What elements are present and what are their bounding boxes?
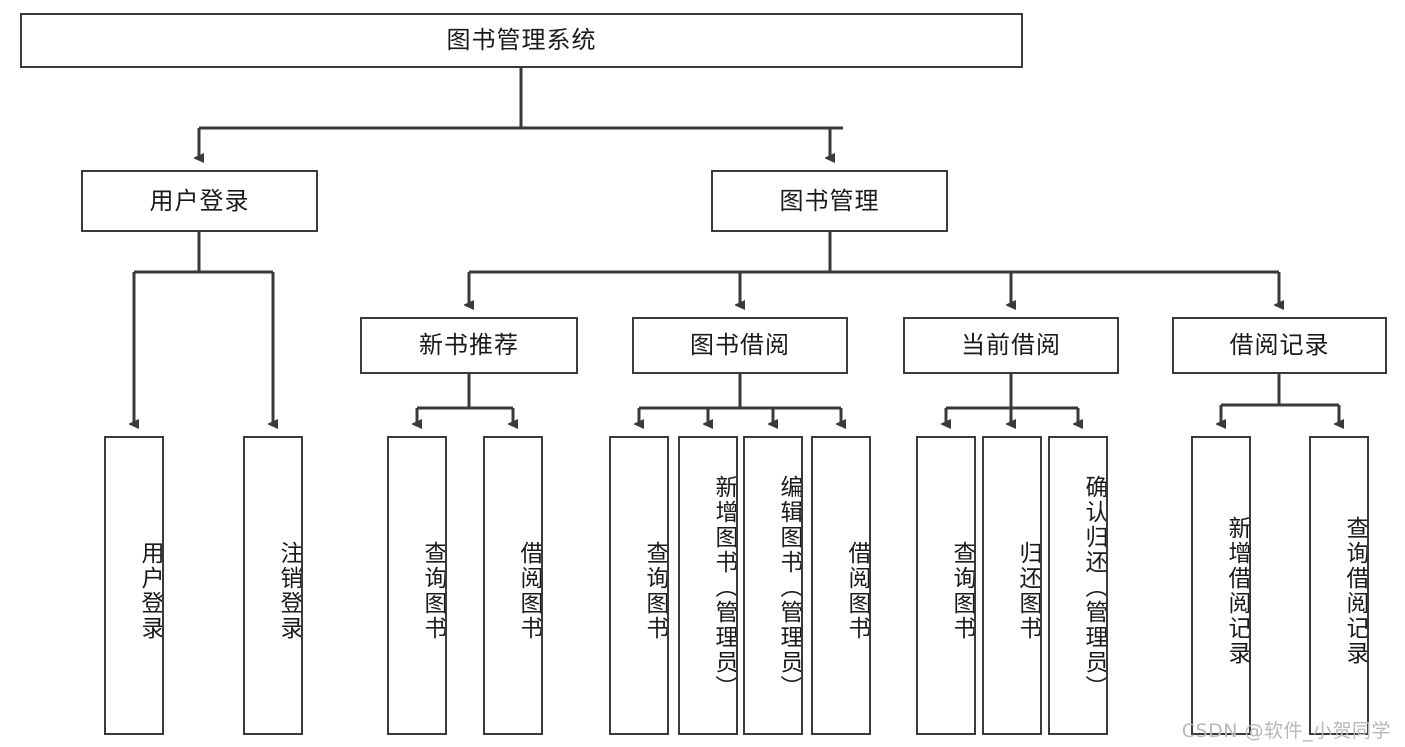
csdn-watermark: CSDN @软件_小贺同学 [1181,720,1391,742]
node-book-manage[interactable]: 图书管理 [711,170,948,232]
node-root-system[interactable]: 图书管理系统 [20,13,1023,68]
leaf-add-borrow-record[interactable]: 新增借阅记录 [1191,436,1251,735]
leaf-borrow-book[interactable]: 借阅图书 [811,436,871,735]
node-book-borrow[interactable]: 图书借阅 [632,317,848,374]
leaf-query-book-recommend[interactable]: 查询图书 [387,436,447,735]
leaf-confirm-return-admin[interactable]: 确认归还（管理员） [1048,436,1108,735]
leaf-return-book[interactable]: 归还图书 [982,436,1042,735]
node-new-book-recommend[interactable]: 新书推荐 [360,317,578,374]
leaf-user-login[interactable]: 用户登录 [104,436,164,735]
leaf-query-borrow-record[interactable]: 查询借阅记录 [1309,436,1369,735]
node-current-borrow[interactable]: 当前借阅 [903,317,1119,374]
leaf-query-book-borrow[interactable]: 查询图书 [609,436,669,735]
node-user-login[interactable]: 用户登录 [81,170,318,232]
leaf-query-book-current[interactable]: 查询图书 [916,436,976,735]
leaf-add-book-admin[interactable]: 新增图书（管理员） [678,436,738,735]
leaf-logout[interactable]: 注销登录 [243,436,303,735]
node-borrow-record[interactable]: 借阅记录 [1172,317,1387,374]
leaf-edit-book-admin[interactable]: 编辑图书（管理员） [743,436,803,735]
leaf-borrow-book-recommend[interactable]: 借阅图书 [483,436,543,735]
